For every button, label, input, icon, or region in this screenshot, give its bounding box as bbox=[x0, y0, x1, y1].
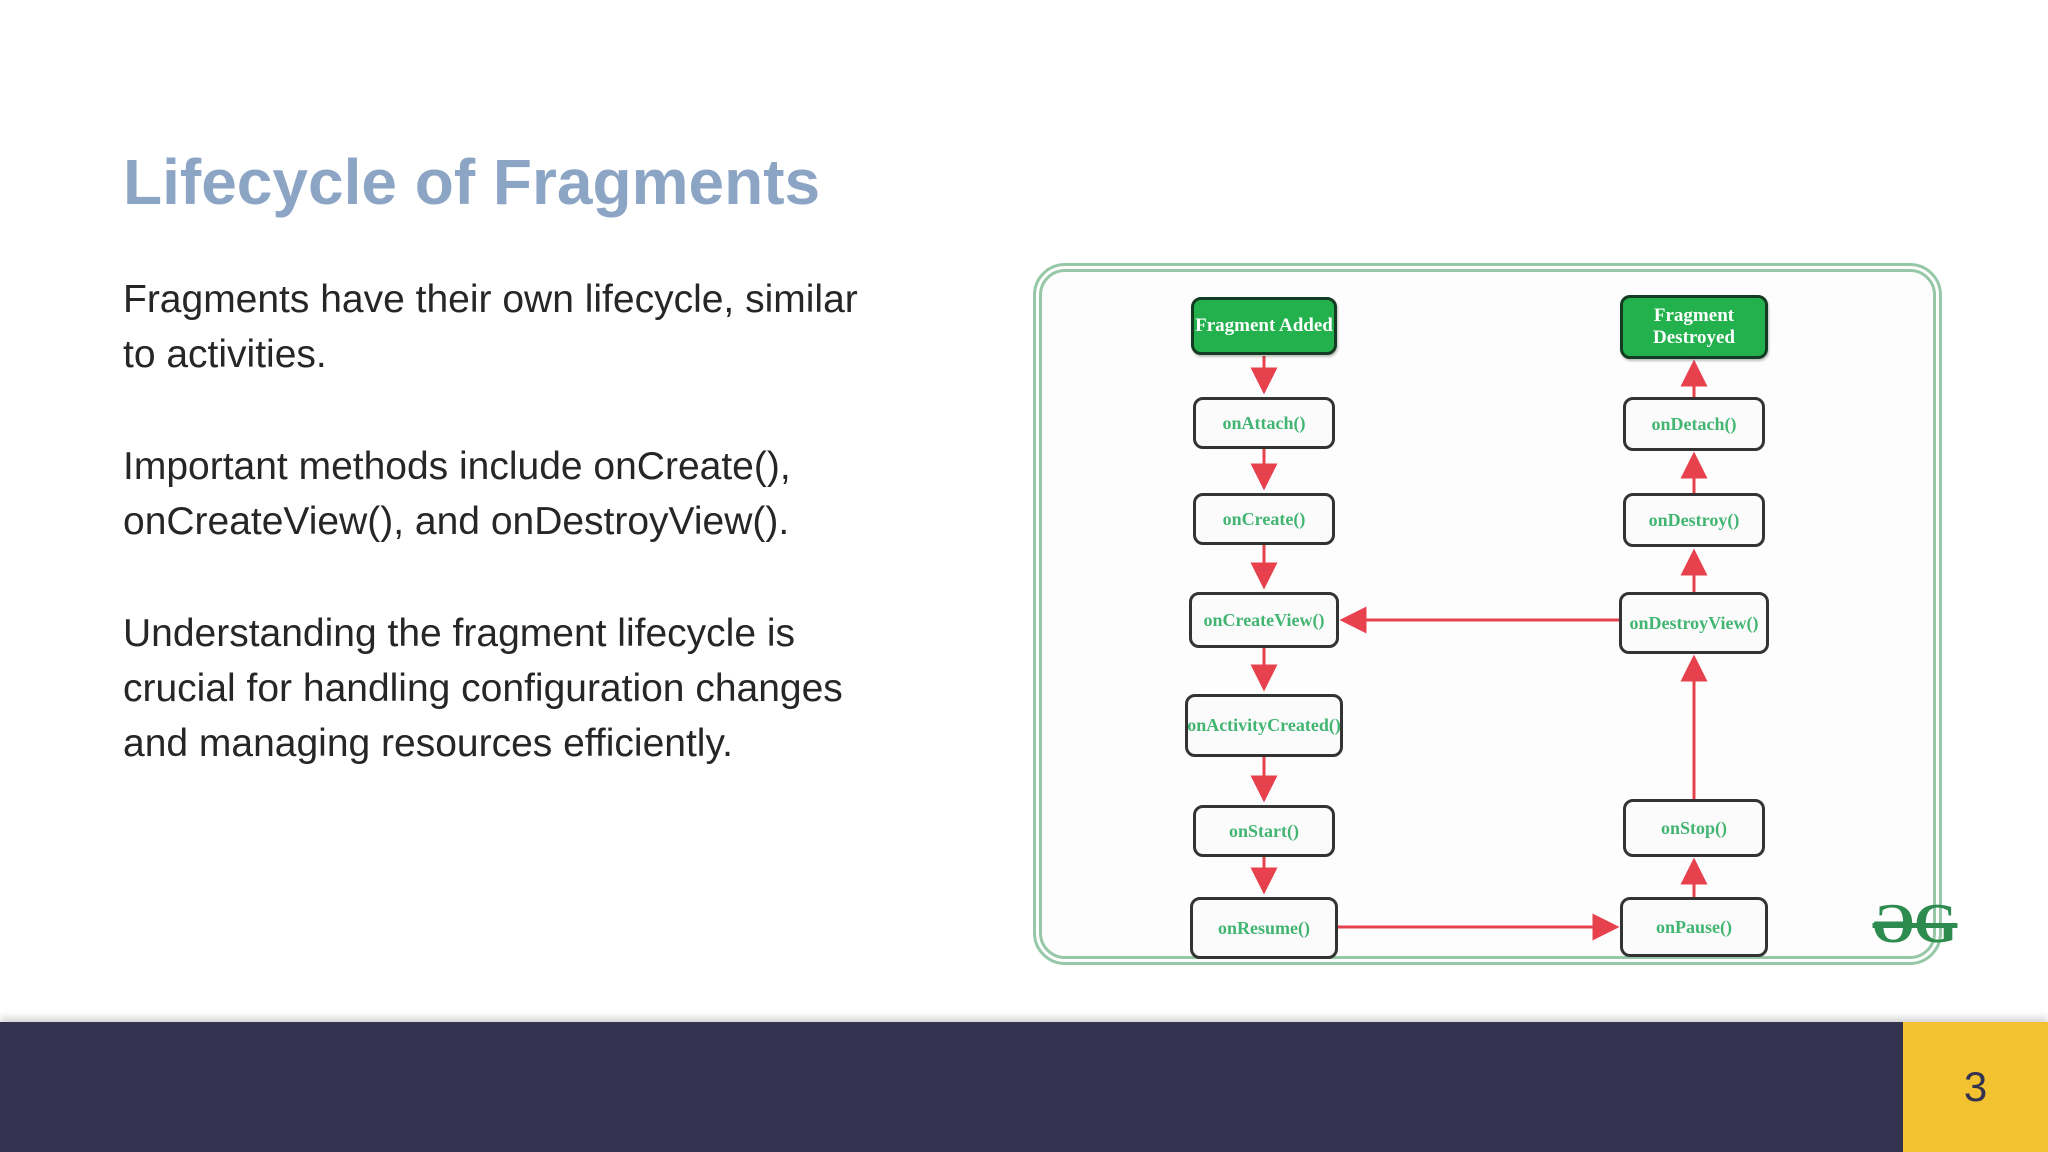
page-number-badge: 3 bbox=[1903, 1022, 2048, 1152]
paragraph-understanding: Understanding the fragment lifecycle is … bbox=[123, 612, 843, 765]
fragment-lifecycle-diagram: Fragment Added onAttach() onCreate() onC… bbox=[1033, 263, 1957, 965]
node-fragment-added: Fragment Added bbox=[1191, 297, 1337, 355]
body-text-block: Fragments have their own lifecycle, simi… bbox=[123, 272, 1023, 828]
node-ondetach: onDetach() bbox=[1623, 397, 1765, 451]
node-onstart: onStart() bbox=[1193, 805, 1335, 857]
paragraph-important-methods: Important methods include onCreate(), on… bbox=[123, 445, 791, 543]
page-number: 3 bbox=[1963, 1063, 1988, 1110]
node-oncreateview: onCreateView() bbox=[1189, 592, 1339, 648]
geeksforgeeks-logo: ƏG bbox=[1872, 893, 1958, 955]
page-title: Lifecycle of Fragments bbox=[123, 145, 821, 218]
node-onactivitycreated: onActivityCreated() bbox=[1185, 694, 1343, 757]
footer-bar bbox=[0, 1022, 2048, 1152]
diagram-canvas: Fragment Added onAttach() onCreate() onC… bbox=[1042, 272, 1957, 959]
node-onstop: onStop() bbox=[1623, 799, 1765, 857]
node-oncreate: onCreate() bbox=[1193, 493, 1335, 545]
node-ondestroy: onDestroy() bbox=[1623, 493, 1765, 547]
node-ondestroyview: onDestroyView() bbox=[1619, 592, 1769, 654]
node-onattach: onAttach() bbox=[1193, 397, 1335, 449]
node-fragment-destroyed: Fragment Destroyed bbox=[1620, 295, 1768, 359]
node-onresume: onResume() bbox=[1190, 897, 1338, 959]
flow-arrows bbox=[1250, 356, 1708, 941]
paragraph-lifecycle-intro: Fragments have their own lifecycle, simi… bbox=[123, 278, 858, 376]
node-onpause: onPause() bbox=[1620, 897, 1768, 957]
